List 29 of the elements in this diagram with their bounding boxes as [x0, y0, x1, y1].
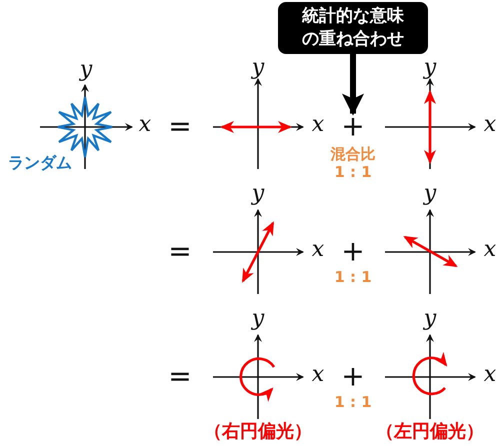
operator-sign: =	[168, 236, 192, 268]
axis-label: y	[424, 182, 436, 206]
axis-label: x	[312, 362, 324, 388]
annotation-text: （右円偏光）	[204, 422, 312, 442]
axis-label: y	[80, 58, 92, 82]
equals-sign: +	[341, 236, 365, 268]
axis-label: x	[484, 362, 496, 388]
axis-label: y	[252, 306, 264, 332]
axis-label: x	[138, 112, 152, 138]
ratio-label: 混合比	[330, 146, 376, 162]
axis-label: x	[484, 238, 496, 262]
axis-label: x	[312, 238, 324, 262]
annotation-text: （左円偏光）	[376, 422, 484, 442]
ratio-label: 1 : 1	[334, 268, 372, 286]
plus-sign: +	[341, 112, 365, 142]
axis-label: y	[424, 306, 436, 332]
axis-label: x	[484, 112, 496, 138]
axis-label: y	[424, 56, 436, 80]
axis-label: x	[312, 112, 324, 138]
operator-sign: =	[168, 112, 192, 142]
operator-sign: =	[168, 362, 192, 392]
callout-box: 統計的な意味の重ね合わせ	[278, 2, 428, 54]
axis-label: y	[252, 182, 264, 206]
ratio-label: 1 : 1	[334, 394, 372, 410]
axis-label: y	[252, 56, 264, 80]
arrow	[342, 54, 364, 116]
equals-sign: +	[341, 362, 365, 392]
ratio-label: 1 : 1	[334, 164, 372, 180]
annotation-text: ランダム	[8, 154, 72, 172]
